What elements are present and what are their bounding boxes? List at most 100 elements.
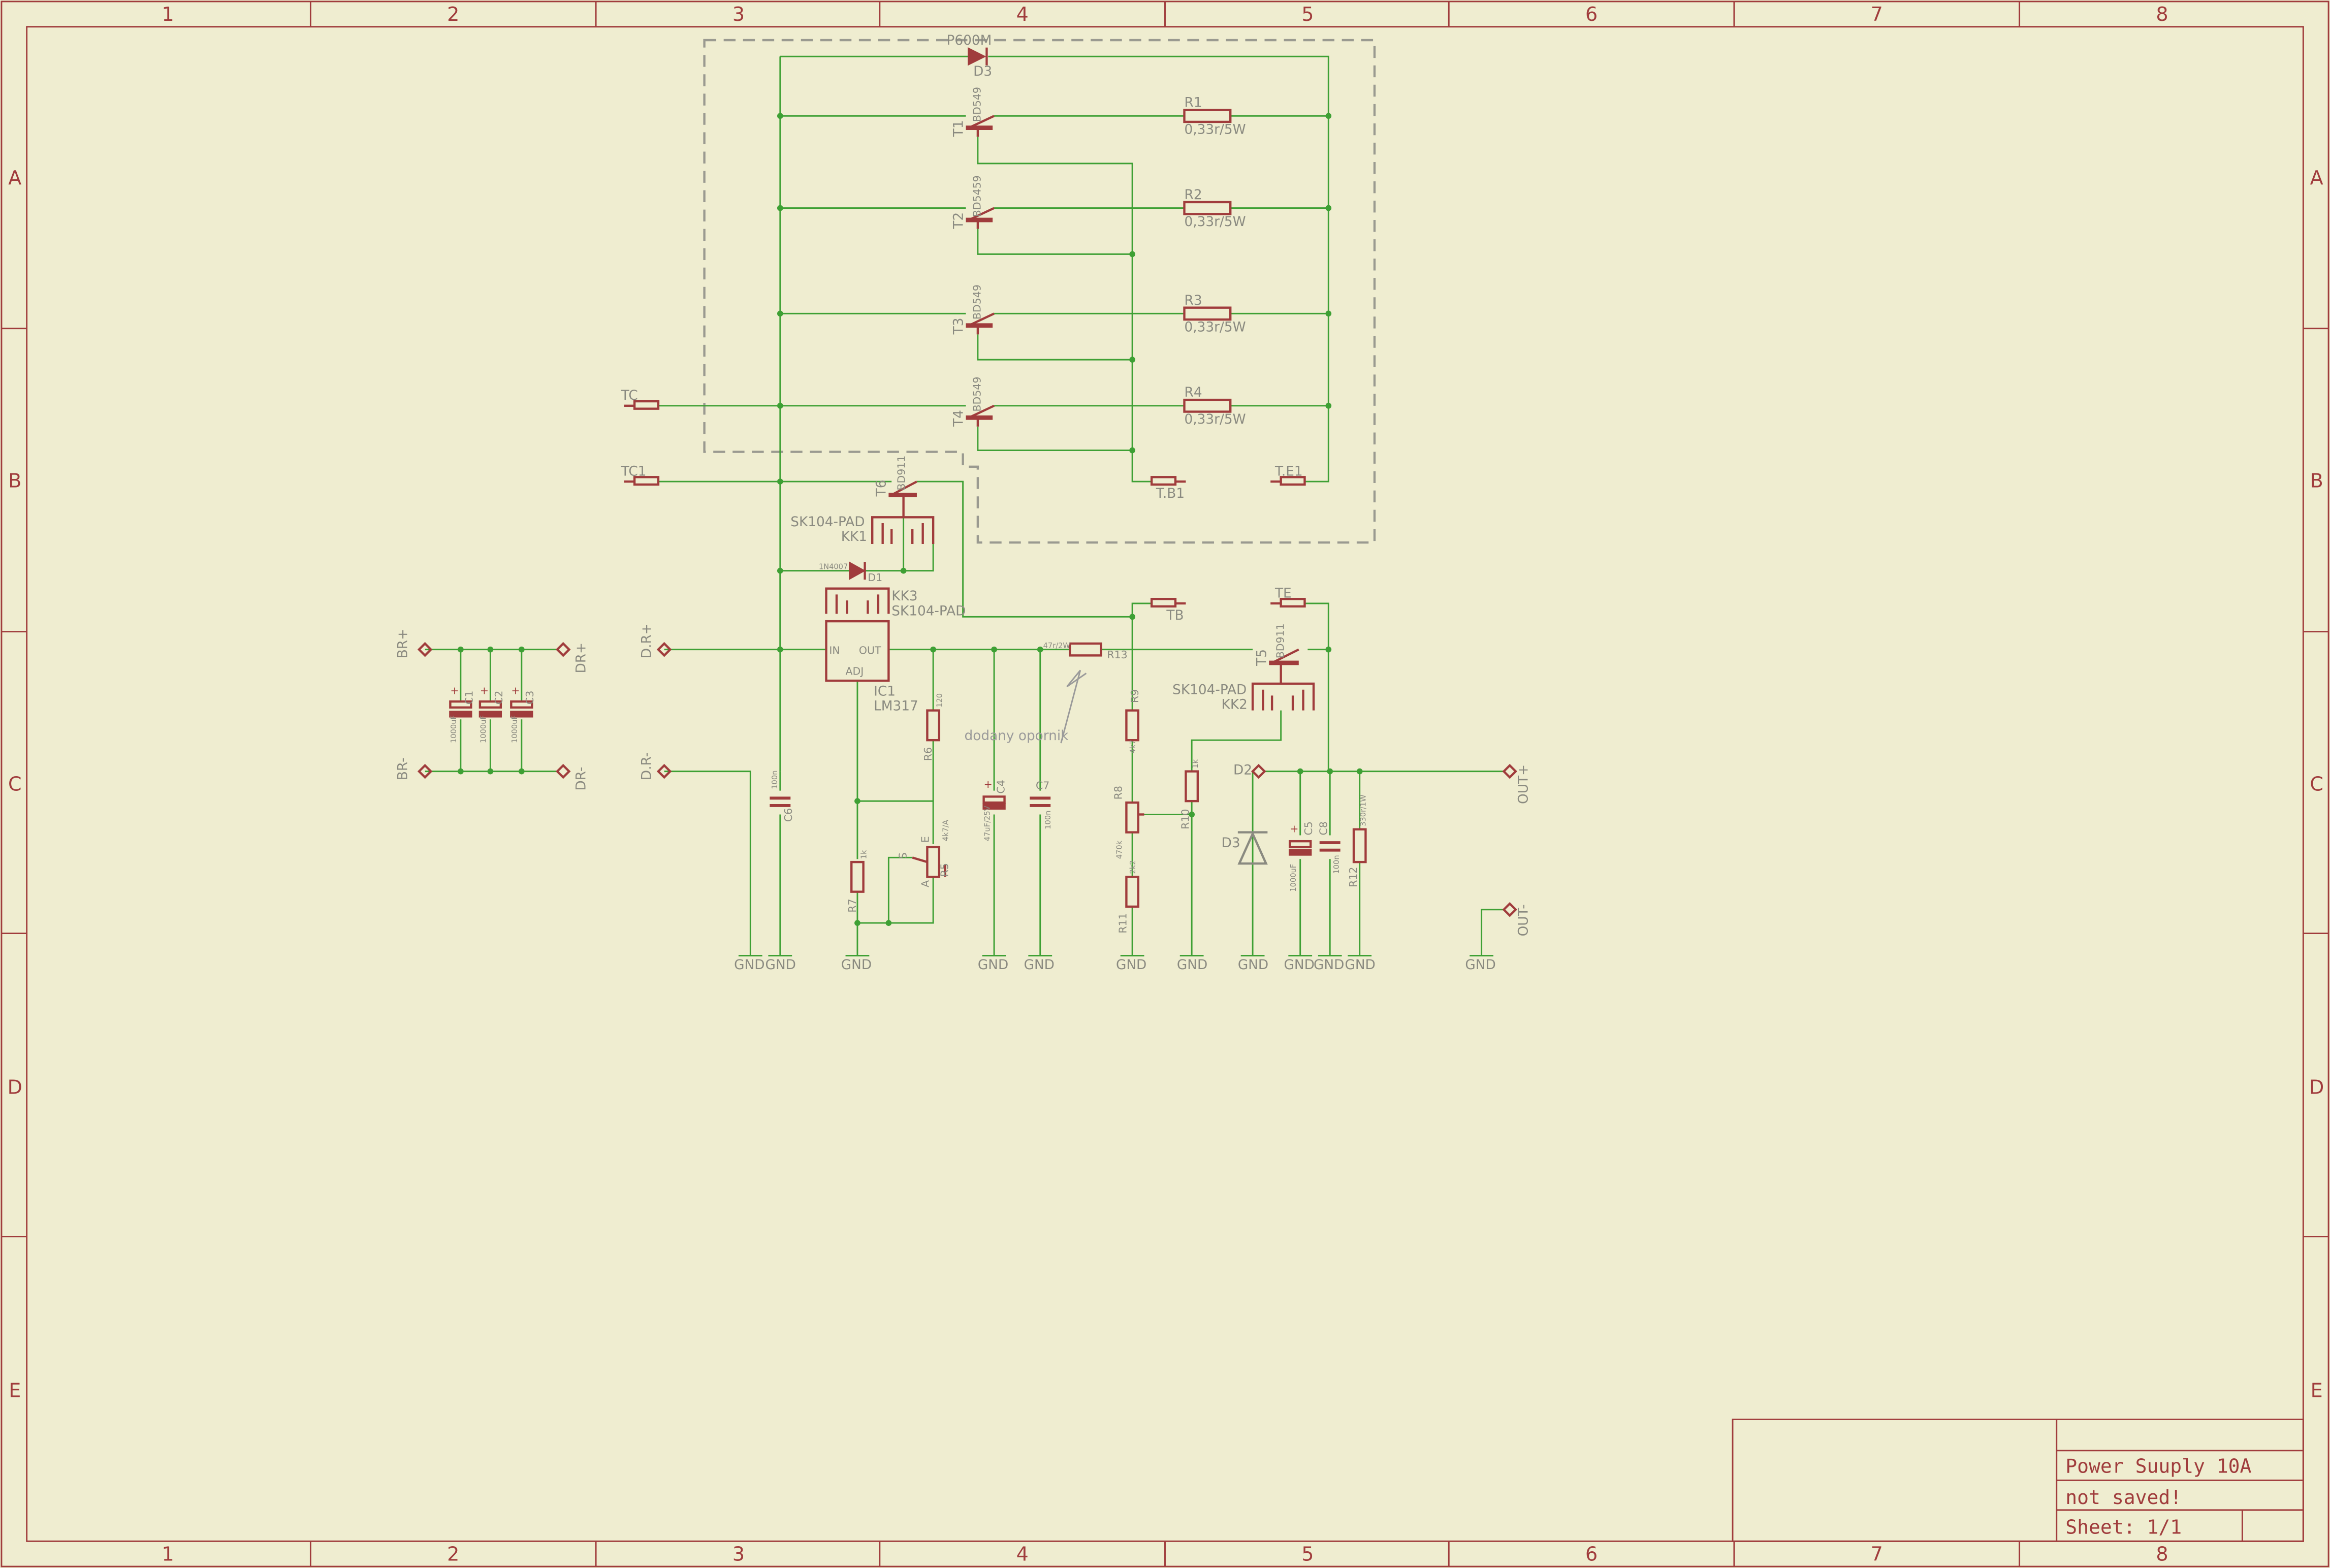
- c5-value: 1000uF: [1289, 864, 1298, 892]
- c3-value: 1000uF: [510, 715, 519, 743]
- resistor-r10: [1185, 770, 1199, 803]
- heatsink-kk3: [825, 587, 890, 614]
- pot-r5: [912, 846, 946, 878]
- col-label-top: 1: [162, 3, 174, 25]
- resistor-r12: [1352, 828, 1367, 863]
- ic1-pin-out: OUT: [859, 644, 881, 656]
- r5-pin-s: S: [897, 852, 909, 859]
- wires: [425, 55, 1504, 956]
- ic1-pin-adj: ADJ: [846, 665, 864, 677]
- tc-label: TC: [621, 388, 638, 403]
- dr-plus-label: DR+: [574, 643, 589, 674]
- frame-labels: 1 2 3 4 5 6 7 8 1 2 3 4 5 6 7 8 A B C D …: [8, 3, 2324, 1565]
- svg-text:+: +: [984, 778, 993, 790]
- c2-name: C2: [493, 691, 505, 705]
- r12-value: 330r/1W: [1359, 794, 1367, 826]
- kk2-name: KK2: [1222, 697, 1248, 713]
- r7-value: 1k: [859, 850, 868, 859]
- cap-c4: [982, 795, 1006, 810]
- svg-text:+: +: [511, 684, 520, 696]
- gnd-label: GND: [1314, 957, 1344, 973]
- r3-name: R3: [1185, 293, 1202, 308]
- col-label-top: 3: [732, 3, 745, 25]
- t3-value: BD549: [971, 284, 983, 319]
- out-minus-label: OUT-: [1516, 904, 1531, 936]
- col-label-bottom: 4: [1016, 1543, 1029, 1565]
- col-label-bottom: 1: [162, 1543, 174, 1565]
- resistor-r11: [1125, 876, 1140, 908]
- c8-value: 100n: [1332, 855, 1341, 874]
- col-label-bottom: 6: [1585, 1543, 1598, 1565]
- kk1-name: KK1: [841, 529, 867, 545]
- c1-value: 1000uF: [450, 715, 458, 743]
- col-label-top: 4: [1016, 3, 1029, 25]
- c5-name: C5: [1302, 821, 1315, 835]
- transistor-t1: [966, 115, 995, 137]
- r12-name: R12: [1347, 867, 1359, 887]
- t1-value: BD549: [971, 87, 983, 122]
- r5-name: R5: [938, 863, 950, 877]
- col-label-top: 8: [2156, 3, 2168, 25]
- r10-name: R10: [1179, 809, 1191, 829]
- d3-label: D3: [1222, 836, 1240, 851]
- c1-name: C1: [463, 691, 475, 705]
- r8-value: 470k: [1115, 840, 1124, 859]
- resistor-r6: [926, 709, 941, 742]
- tb1-label: T.B1: [1156, 486, 1185, 501]
- transistor-t6: [888, 481, 917, 518]
- title-text: Power Suuply 10A: [2065, 1455, 2251, 1478]
- diode-d1: [849, 561, 866, 580]
- gnd-label: GND: [1284, 957, 1315, 973]
- sheet-number: Sheet: 1/1: [2065, 1516, 2182, 1539]
- cap-c1: [449, 700, 472, 718]
- br-plus-label: BR+: [396, 629, 411, 658]
- out-plus-label: OUT+: [1516, 764, 1531, 804]
- heatsink-group-outline: [703, 39, 1376, 544]
- pad-out-plus: [1502, 763, 1517, 779]
- pad-br-minus: [417, 763, 433, 779]
- transistor-t4: [966, 404, 995, 427]
- r8-name: R8: [1112, 786, 1125, 799]
- svg-text:+: +: [1290, 823, 1298, 835]
- tb-label: TB: [1166, 608, 1184, 623]
- resistor-r3: [1183, 306, 1232, 321]
- cap-c6: [770, 796, 791, 807]
- polarity-marks: +++ ++: [450, 684, 1298, 835]
- row-label-right: D: [2309, 1076, 2324, 1099]
- t6-value: BD911: [896, 456, 908, 491]
- connector-tc1: [624, 476, 660, 486]
- gnd-label: GND: [1024, 957, 1055, 973]
- cap-c5: [1289, 840, 1312, 856]
- c3-name: C3: [524, 691, 536, 705]
- br-minus-label: BR-: [396, 757, 411, 780]
- t2-value: BD5459: [971, 175, 983, 217]
- col-label-bottom: 7: [1871, 1543, 1883, 1565]
- pad-dr-plus: [555, 642, 571, 657]
- pad-d-r-minus: [656, 763, 672, 779]
- t4-name: T4: [951, 410, 967, 427]
- col-label-top: 2: [447, 3, 459, 25]
- resistor-r7: [850, 860, 865, 893]
- transistor-t5: [1269, 648, 1299, 684]
- t3-name: T3: [951, 318, 967, 335]
- gnd-label: GND: [1238, 957, 1268, 973]
- r6-name: R6: [922, 747, 934, 761]
- note-arrow: [1060, 669, 1087, 744]
- kk1-package: SK104-PAD: [790, 515, 865, 530]
- c4-name: C4: [995, 780, 1007, 793]
- c8-name: C8: [1317, 821, 1329, 835]
- r7-name: R7: [846, 899, 858, 912]
- r4-value: 0,33r/5W: [1185, 412, 1246, 427]
- gnd-label: GND: [1345, 957, 1375, 973]
- ic1-name: IC1: [874, 684, 896, 699]
- d3-top-value: P600M: [946, 33, 992, 48]
- t6-name: T6: [874, 479, 889, 497]
- t2-name: T2: [951, 212, 967, 230]
- r2-value: 0,33r/5W: [1185, 214, 1246, 230]
- ic1-value: LM317: [874, 699, 918, 714]
- t5-value: BD911: [1274, 623, 1287, 658]
- gnd-label: GND: [734, 957, 764, 973]
- c6-value: 100n: [771, 771, 779, 789]
- t1-name: T1: [951, 120, 967, 137]
